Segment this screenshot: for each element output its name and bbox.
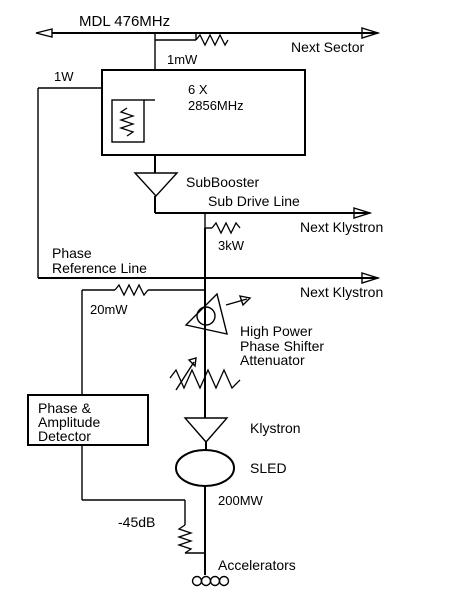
subbooster-label: SubBooster <box>186 174 259 190</box>
coupler-20mw <box>81 283 205 395</box>
subbooster-amplifier-icon <box>133 172 179 198</box>
accelerators-label: Accelerators <box>218 557 296 573</box>
sub-drive-line <box>154 196 373 219</box>
one-mw-label: 1mW <box>167 52 198 67</box>
detector-label-2: Amplitude <box>38 414 100 430</box>
freq-label: 2856MHz <box>188 98 244 113</box>
sled-icon <box>175 449 235 487</box>
two-hundred-mw-label: 200MW <box>218 493 264 508</box>
klystron-label: Klystron <box>250 420 301 436</box>
coupler-minus-45db <box>81 445 205 554</box>
phase-shifter-label: Phase Shifter <box>240 338 324 354</box>
resistor-icon <box>176 524 194 554</box>
mdl-right-arrow <box>361 27 381 39</box>
coupler-1mw <box>154 33 229 70</box>
klystron-amplifier-icon <box>183 417 229 444</box>
phase-shifter-icon <box>184 292 252 335</box>
six-x-label: 6 X <box>188 82 208 97</box>
detector-label-1: Phase & <box>38 400 92 416</box>
multiplier-box <box>101 69 306 156</box>
detector-label-3: Detector <box>38 428 91 444</box>
next-sector-label: Next Sector <box>291 39 364 55</box>
phase-ref-arrow <box>361 272 381 284</box>
high-power-label: High Power <box>240 323 313 339</box>
phase-reference-line <box>37 87 381 284</box>
next-klystron-label-2: Next Klystron <box>300 284 383 300</box>
coupler-3kw <box>204 213 241 235</box>
sled-label: SLED <box>250 460 287 476</box>
twenty-mw-label: 20mW <box>90 302 128 317</box>
sub-drive-line-label: Sub Drive Line <box>208 193 300 209</box>
resistor-icon <box>118 107 136 137</box>
reference-line-label: Reference Line <box>52 260 147 276</box>
attenuator-label: Attenuator <box>240 352 305 368</box>
mdl-label: MDL 476MHz <box>79 13 170 30</box>
phase-label: Phase <box>52 245 92 261</box>
detector-box <box>27 394 149 446</box>
internal-load <box>111 99 155 143</box>
next-klystron-label-1: Next Klystron <box>300 219 383 235</box>
one-w-label: 1W <box>54 69 74 84</box>
mdl-line <box>35 27 381 39</box>
sub-drive-arrow <box>353 207 373 219</box>
attenuator-icon <box>169 357 241 391</box>
mdl-left-arrow <box>35 28 53 38</box>
resistor-icon <box>114 283 149 297</box>
accelerator-cells-icon <box>191 575 230 587</box>
minus-45db-label: -45dB <box>118 514 155 530</box>
resistor-icon <box>211 221 241 235</box>
resistor-icon <box>195 33 229 47</box>
three-kw-label: 3kW <box>218 238 245 253</box>
